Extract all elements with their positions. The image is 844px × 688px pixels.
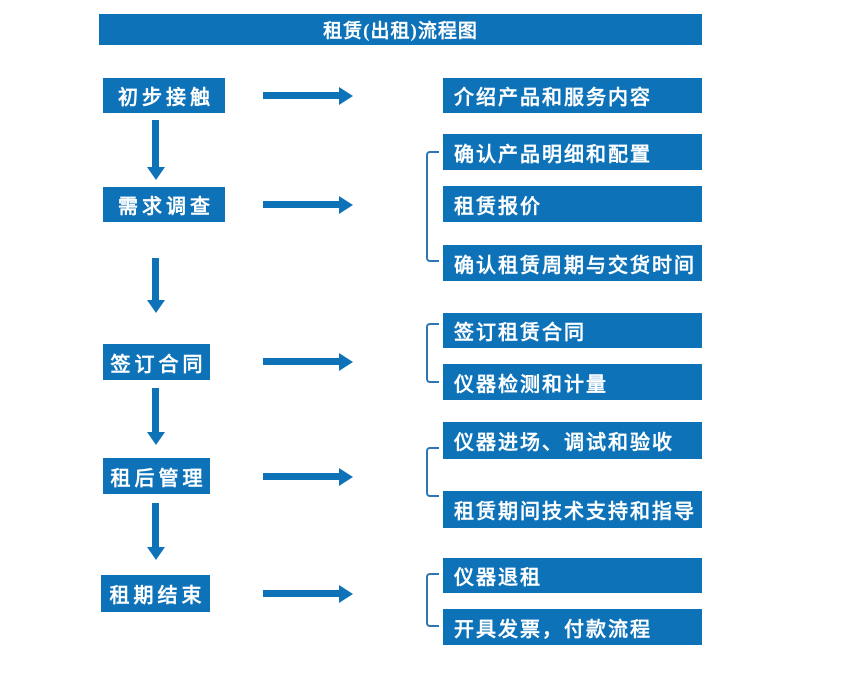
stage-post-rental-management: 租后管理 [103,458,210,494]
right-arrow-lease-end-icon [263,590,339,597]
group-bracket-demand-survey [426,151,439,262]
detail-instrument-entry-debug-acceptance: 仪器进场、调试和验收 [443,422,702,459]
detail-rental-quote: 租赁报价 [443,186,702,222]
group-bracket-lease-end [426,573,439,627]
down-arrow-4-icon [152,503,159,547]
detail-confirm-product-details-config: 确认产品明细和配置 [443,134,702,170]
detail-rental-tech-support-guidance: 租赁期间技术支持和指导 [443,491,702,528]
group-bracket-post-rental [426,447,439,497]
detail-invoice-payment-process: 开具发票，付款流程 [443,609,702,645]
detail-introduce-products-services: 介绍产品和服务内容 [443,78,702,113]
detail-instrument-testing-metering: 仪器检测和计量 [443,364,702,400]
stage-sign-contract: 签订合同 [103,344,210,380]
right-arrow-sign-contract-icon [263,358,339,365]
detail-instrument-return: 仪器退租 [443,558,702,593]
right-arrow-post-rental-icon [263,473,339,480]
stage-initial-contact: 初步接触 [103,78,225,113]
group-bracket-sign-contract [426,323,439,383]
down-arrow-1-icon [152,120,159,167]
right-arrow-initial-contact-icon [263,92,339,99]
right-arrow-demand-survey-icon [263,201,339,208]
down-arrow-2-icon [152,258,159,300]
stage-lease-end: 租期结束 [101,575,210,612]
stage-demand-survey: 需求调查 [103,187,225,222]
page-title: 租赁(出租)流程图 [99,14,702,45]
detail-sign-rental-contract: 签订租赁合同 [443,313,702,348]
down-arrow-3-icon [152,388,159,432]
detail-confirm-rental-period-delivery: 确认租赁周期与交货时间 [443,245,702,281]
